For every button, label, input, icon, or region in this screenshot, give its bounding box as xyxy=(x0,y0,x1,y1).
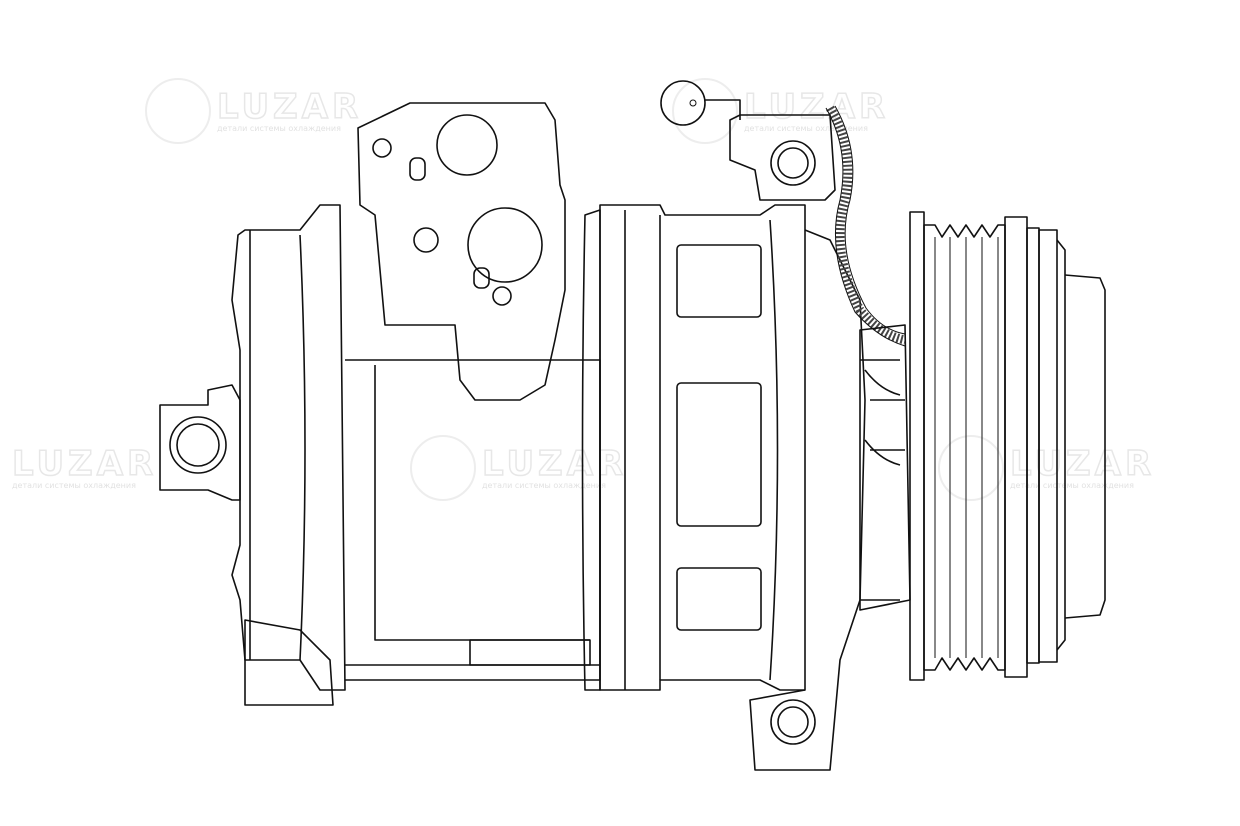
watermark-brand: LUZAR xyxy=(743,86,890,127)
watermark-brand: LUZAR xyxy=(1009,443,1156,484)
watermark-tagline: детали системы охлаждения xyxy=(482,480,606,490)
watermark-brand: LUZAR xyxy=(216,86,363,127)
compressor-body xyxy=(345,209,601,691)
watermark-brand: LUZAR xyxy=(11,443,158,484)
watermark-tagline: детали системы охлаждения xyxy=(744,123,868,133)
watermark-tagline: детали системы охлаждения xyxy=(12,480,136,490)
luzar-logo-icon xyxy=(145,78,211,144)
wire-harness xyxy=(826,105,907,345)
clutch-pulley xyxy=(859,211,1106,681)
luzar-logo-icon xyxy=(938,435,1004,501)
watermark-tagline: детали системы охлаждения xyxy=(217,123,341,133)
luzar-logo-icon xyxy=(672,78,738,144)
rear-housing xyxy=(159,204,346,706)
manifold-block xyxy=(357,102,566,401)
front-housing xyxy=(599,204,866,771)
watermark-tagline: детали системы охлаждения xyxy=(1010,480,1134,490)
top-bracket xyxy=(660,80,836,201)
luzar-logo-icon xyxy=(410,435,476,501)
